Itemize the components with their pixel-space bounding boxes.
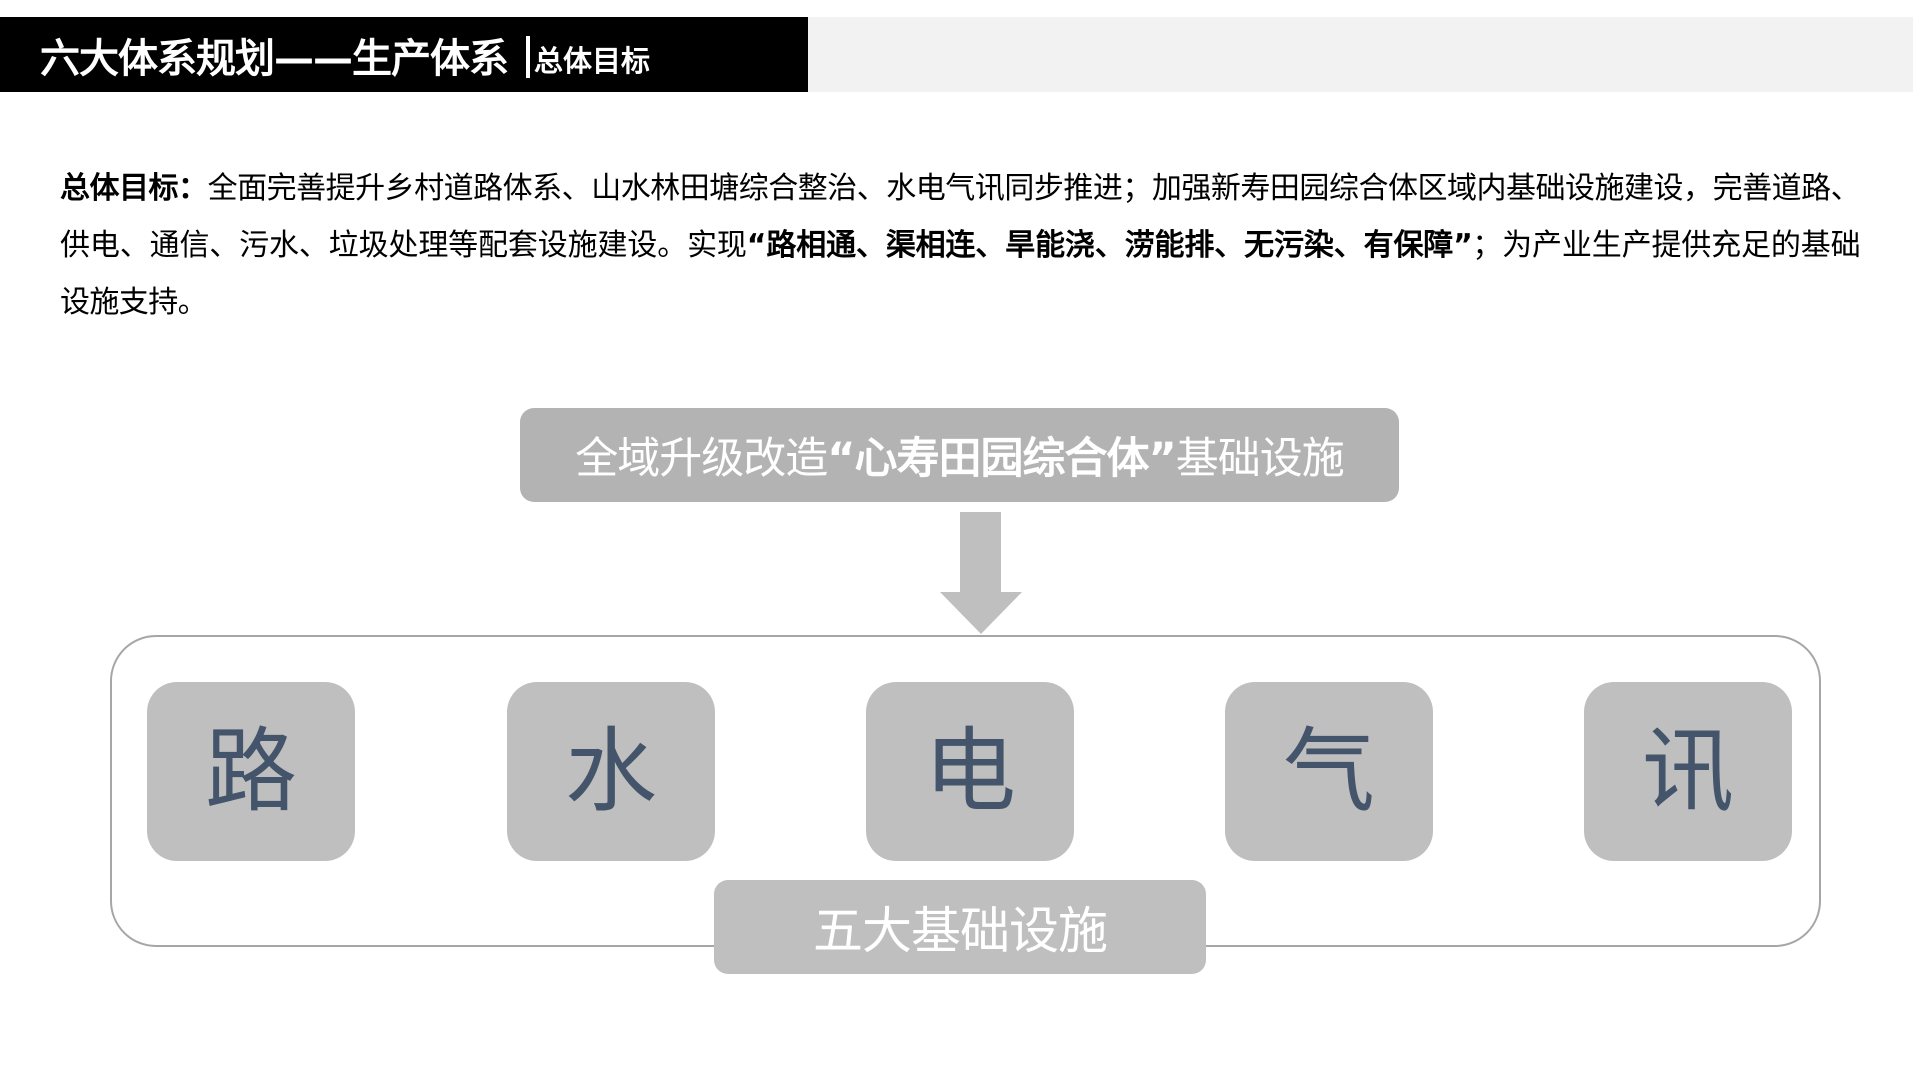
goal-paragraph: 总体目标：全面完善提升乡村道路体系、山水林田塘综合整治、水电气讯同步推进；加强新…: [60, 160, 1861, 331]
goal-text-part1: 全面完善提升乡村道路体系、山水林田塘综合整治、水电气讯同步推进；加强新寿田园综合…: [60, 171, 1861, 263]
page-title: 六大体系规划——生产体系: [40, 35, 509, 82]
tile-water-label: 水: [564, 717, 657, 825]
goal-highlight: “路相通、渠相连、旱能浇、涝能排、无污染、有保障”: [746, 228, 1473, 263]
upgrade-banner-prefix: 全域升级改造: [575, 434, 828, 484]
tile-electricity: 电: [866, 682, 1074, 861]
goal-text-part2: ；为产业生产提供充足的基础设施支持。: [60, 228, 1861, 320]
tile-gas-label: 气: [1282, 717, 1375, 825]
tile-water: 水: [507, 682, 715, 861]
upgrade-banner-highlight: “心寿田园综合体”: [827, 434, 1177, 484]
tile-road-label: 路: [204, 717, 297, 825]
tile-electricity-label: 电: [923, 717, 1016, 825]
tile-telecom-label: 讯: [1641, 717, 1734, 825]
goal-label: 总体目标：: [60, 171, 208, 206]
page-subtitle: 总体目标: [534, 43, 651, 78]
title-divider: [526, 35, 530, 78]
tile-telecom: 讯: [1584, 682, 1792, 861]
five-infrastructure-label: 五大基础设施: [714, 880, 1206, 974]
tile-gas: 气: [1225, 682, 1433, 861]
upgrade-banner-suffix: 基础设施: [1175, 434, 1345, 484]
title-bar: 六大体系规划——生产体系 总体目标: [0, 17, 808, 92]
upgrade-banner: 全域升级改造“心寿田园综合体”基础设施: [520, 408, 1399, 502]
arrow-down-icon: [940, 512, 1022, 634]
tile-road: 路: [147, 682, 355, 861]
five-infrastructure-text: 五大基础设施: [813, 902, 1108, 960]
